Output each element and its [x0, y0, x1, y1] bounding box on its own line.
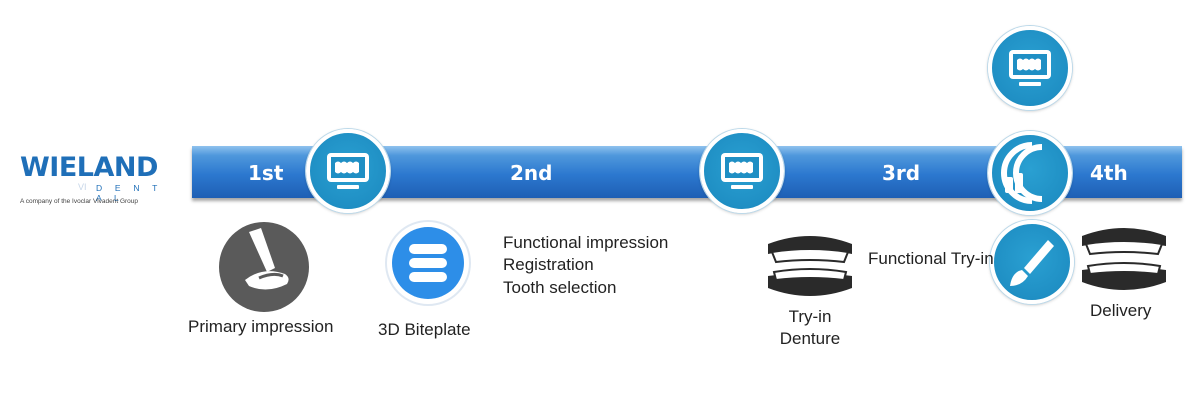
monitor-circle-3	[988, 26, 1072, 110]
brush-icon	[1010, 240, 1054, 286]
label-primary-impression: Primary impression	[188, 317, 334, 336]
logo-faint-text: VI	[78, 182, 87, 192]
label-denture: Denture	[779, 329, 841, 348]
arches-circle	[988, 131, 1072, 215]
logo-tagline: A company of the Ivoclar Vivadent Group	[20, 198, 139, 205]
step-4th: 4th	[1090, 161, 1128, 185]
monitor-circle-2	[700, 129, 784, 213]
label-functional-tryin: Functional Try-in	[868, 249, 994, 268]
denture-icon	[768, 236, 852, 296]
label-3d-biteplate: 3D Biteplate	[378, 320, 471, 339]
monitor-icon	[1009, 50, 1051, 86]
label-tooth-selection: Tooth selection	[503, 278, 617, 297]
wieland-logo: WIELAND VI D E N T A L A company of the …	[18, 154, 168, 214]
logo-name: WIELAND	[20, 152, 158, 183]
monitor-icon	[721, 153, 763, 189]
impression-tray-icon	[219, 222, 309, 312]
label-functional-impression: Functional impression	[503, 233, 669, 252]
label-tryin: Try-in	[788, 307, 832, 326]
logo-subtitle: D E N T A L	[96, 183, 163, 203]
step-1st: 1st	[248, 161, 284, 185]
biteplate-icon	[385, 220, 471, 306]
label-delivery: Delivery	[1090, 301, 1152, 320]
arches-icon	[1001, 142, 1043, 204]
denture-icon	[1082, 228, 1166, 290]
step-2nd: 2nd	[510, 161, 553, 185]
monitor-circle-1	[306, 129, 390, 213]
brush-circle	[990, 220, 1074, 304]
label-registration: Registration	[503, 255, 594, 274]
monitor-icon	[327, 153, 369, 189]
step-3rd: 3rd	[882, 161, 921, 185]
